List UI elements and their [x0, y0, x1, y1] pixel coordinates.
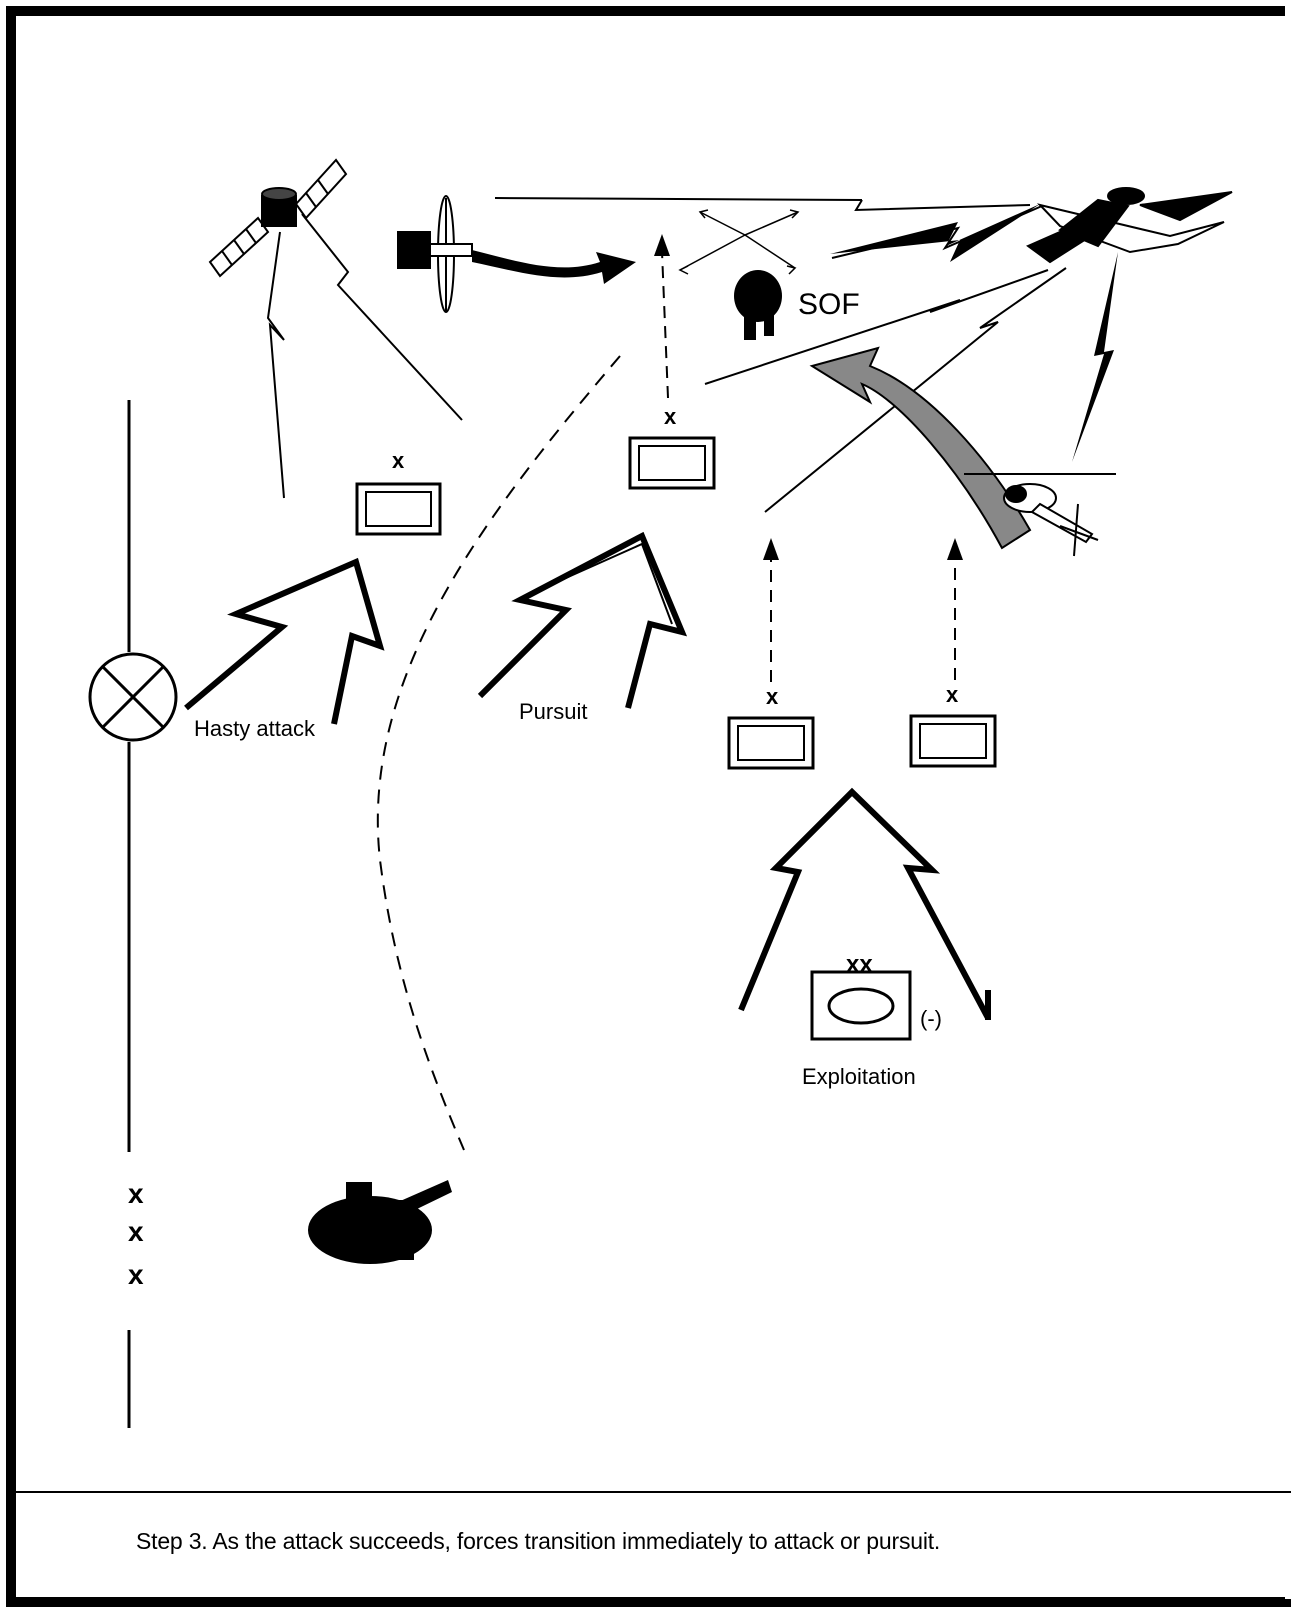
figure-caption: Step 3. As the attack succeeds, forces t… [136, 1528, 941, 1554]
jstars-aircraft-icon [1026, 187, 1233, 264]
brigade-center: x [628, 404, 716, 490]
corps-echelon-mark-3: x [128, 1259, 144, 1290]
corps-echelon-mark-2: x [128, 1216, 144, 1247]
sof-label: SOF [798, 288, 860, 321]
radar-aircraft-icon [397, 195, 473, 313]
division-reduced-mark: (-) [920, 1006, 942, 1031]
artillery-icon [308, 1180, 452, 1264]
comm-bolt-heavy [830, 204, 1040, 262]
division-unit: xx (-) [810, 951, 942, 1041]
attack-helicopter-icon [964, 473, 1116, 557]
brigade-center-echelon: x [664, 404, 677, 429]
sof-soldier-icon [734, 270, 782, 340]
satellite-icon [208, 158, 348, 278]
dashed-arrow-exploit-right [947, 538, 963, 680]
exploitation-label: Exploitation [802, 1064, 916, 1089]
brigade-exploit-right: x [909, 682, 997, 768]
dashed-arrow-center [654, 234, 670, 399]
corps-echelon-mark-1: x [128, 1178, 144, 1209]
brigade-exploit-right-echelon: x [946, 682, 959, 707]
pursuit-label: Pursuit [519, 699, 587, 724]
brigade-left-echelon: x [392, 448, 405, 473]
exploitation-arrow [738, 787, 991, 1020]
hasty-attack-arrow [184, 557, 385, 725]
hasty-attack-label: Hasty attack [194, 716, 316, 741]
brigade-exploit-left: x [727, 684, 815, 770]
comm-bolt-right [1072, 252, 1118, 462]
objective-icon [88, 652, 178, 742]
satellite-links [266, 213, 463, 499]
dashed-arrow-exploit-left [763, 538, 779, 682]
brigade-exploit-left-echelon: x [766, 684, 779, 709]
brigade-left: x [355, 448, 442, 536]
radar-feed-arrow [472, 250, 636, 284]
division-echelon: xx [846, 951, 873, 978]
pursuit-arrow [477, 531, 688, 709]
network-hub [678, 209, 800, 275]
fire-support-line [376, 355, 621, 1151]
helicopter-attack-arrow [809, 346, 1032, 550]
